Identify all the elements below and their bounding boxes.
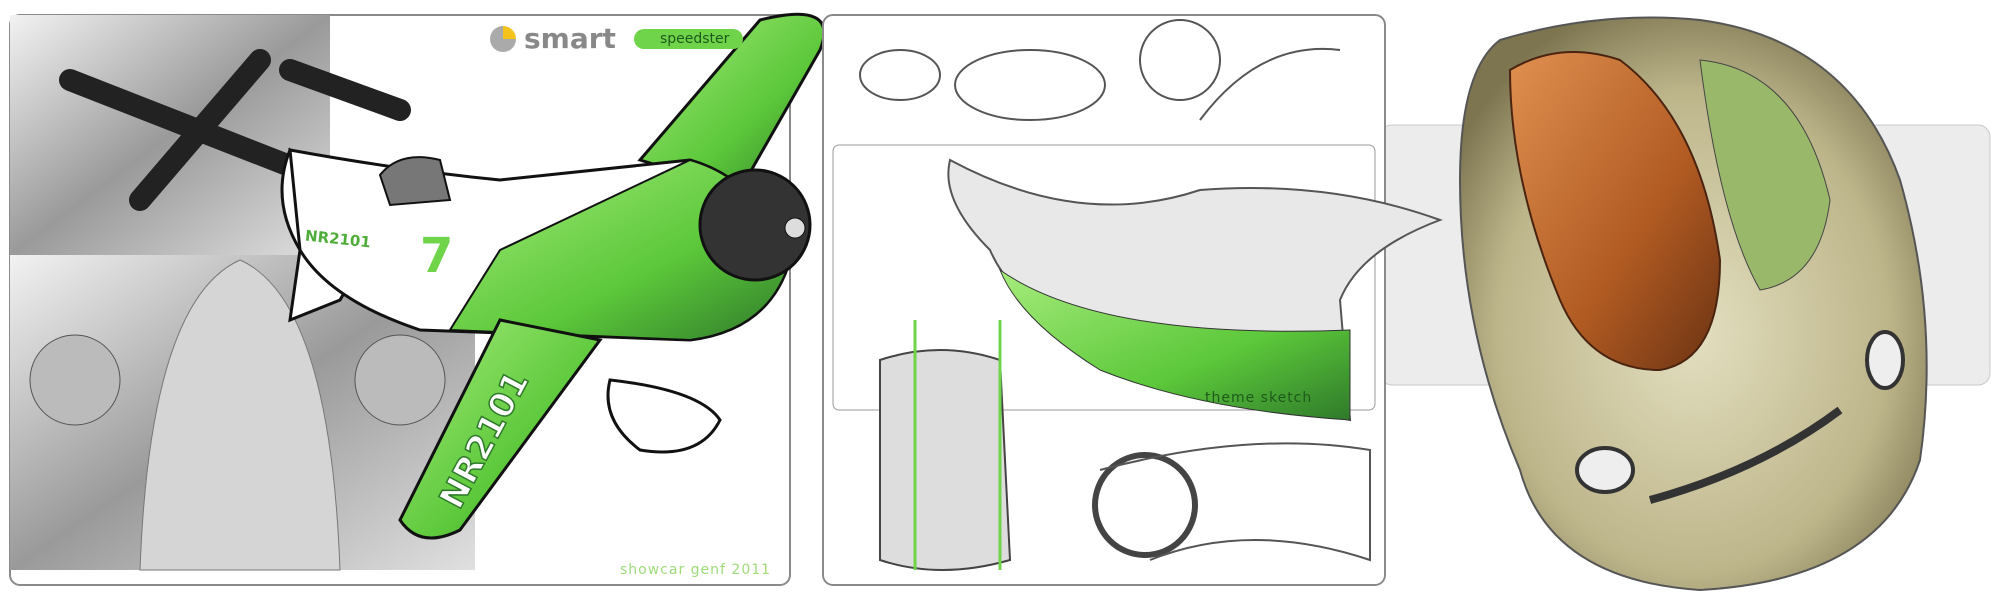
steering-wheel-sketch [1092,452,1198,558]
showcar-caption: showcar genf 2011 [620,562,772,578]
dashboard-sketches [859,19,1341,121]
theme-sketch-caption: theme sketch [1205,390,1313,406]
car-cockpit [1699,59,1831,291]
cockpit [378,156,452,207]
engine-photo-right [354,334,446,426]
grille [1648,406,1843,504]
seat-front-sketch [879,349,1012,571]
headlight-left [1575,446,1635,494]
green-arrows [913,320,1002,570]
fuselage-photo [139,259,341,571]
lower-wing [398,318,603,540]
smart-logo: smart speedster [490,22,744,55]
brand-name: smart [524,22,616,55]
spinner [784,217,806,239]
race-number: 7 [420,228,454,284]
engine-cowling [698,168,812,282]
speedster-badge: speedster [633,28,744,49]
propeller-photo [59,49,411,211]
car-seat [1508,51,1722,372]
smart-logo-icon [490,25,516,52]
dash-sketch [1099,442,1371,562]
engine-photo-left [29,334,121,426]
headlight-right [1865,330,1905,390]
interior-green [998,268,1351,421]
upper-wing [637,12,826,192]
wheel-spat [606,378,722,454]
plane-photo-top [10,15,330,255]
